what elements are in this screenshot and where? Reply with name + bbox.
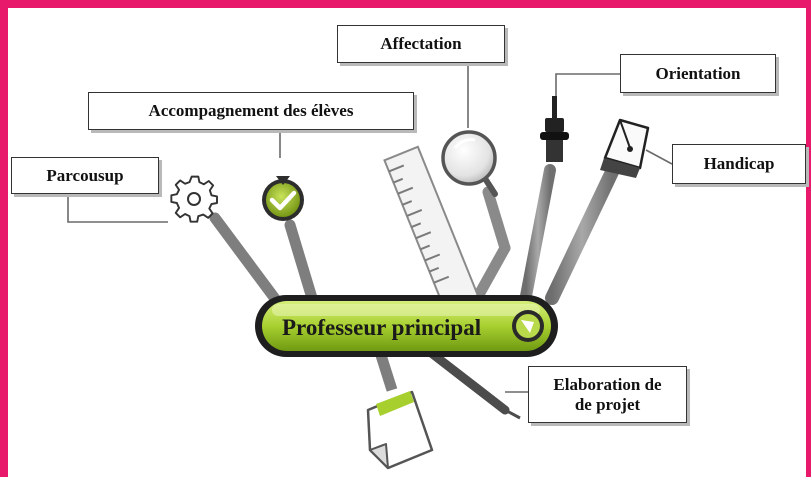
clock-badge-icon [512,310,544,342]
connector-handicap [645,149,673,165]
magnifier-icon [441,130,498,197]
connector-orientation [555,73,620,100]
label-accompagnement: Accompagnement des élèves [88,92,414,130]
screwdriver-icon [540,96,569,162]
connector-lines [67,60,673,393]
label-affectation: Affectation [337,25,505,63]
label-orientation: Orientation [620,54,776,93]
label-handicap: Handicap [672,144,806,184]
pen-nib-icon [600,118,650,178]
center-title: Professeur principal [282,315,482,340]
document-icon [366,390,434,470]
center-pill [255,295,558,357]
label-parcousup: Parcousup [11,157,159,194]
label-elaboration-line1: Elaboration de [553,374,662,394]
gear-icon [170,175,218,223]
tool-arms [209,164,619,420]
connector-parcousup [67,192,168,223]
checkmark-badge-icon [262,176,304,221]
label-elaboration: Elaboration de de projet [528,366,687,423]
label-elaboration-line2: de projet [574,394,641,414]
